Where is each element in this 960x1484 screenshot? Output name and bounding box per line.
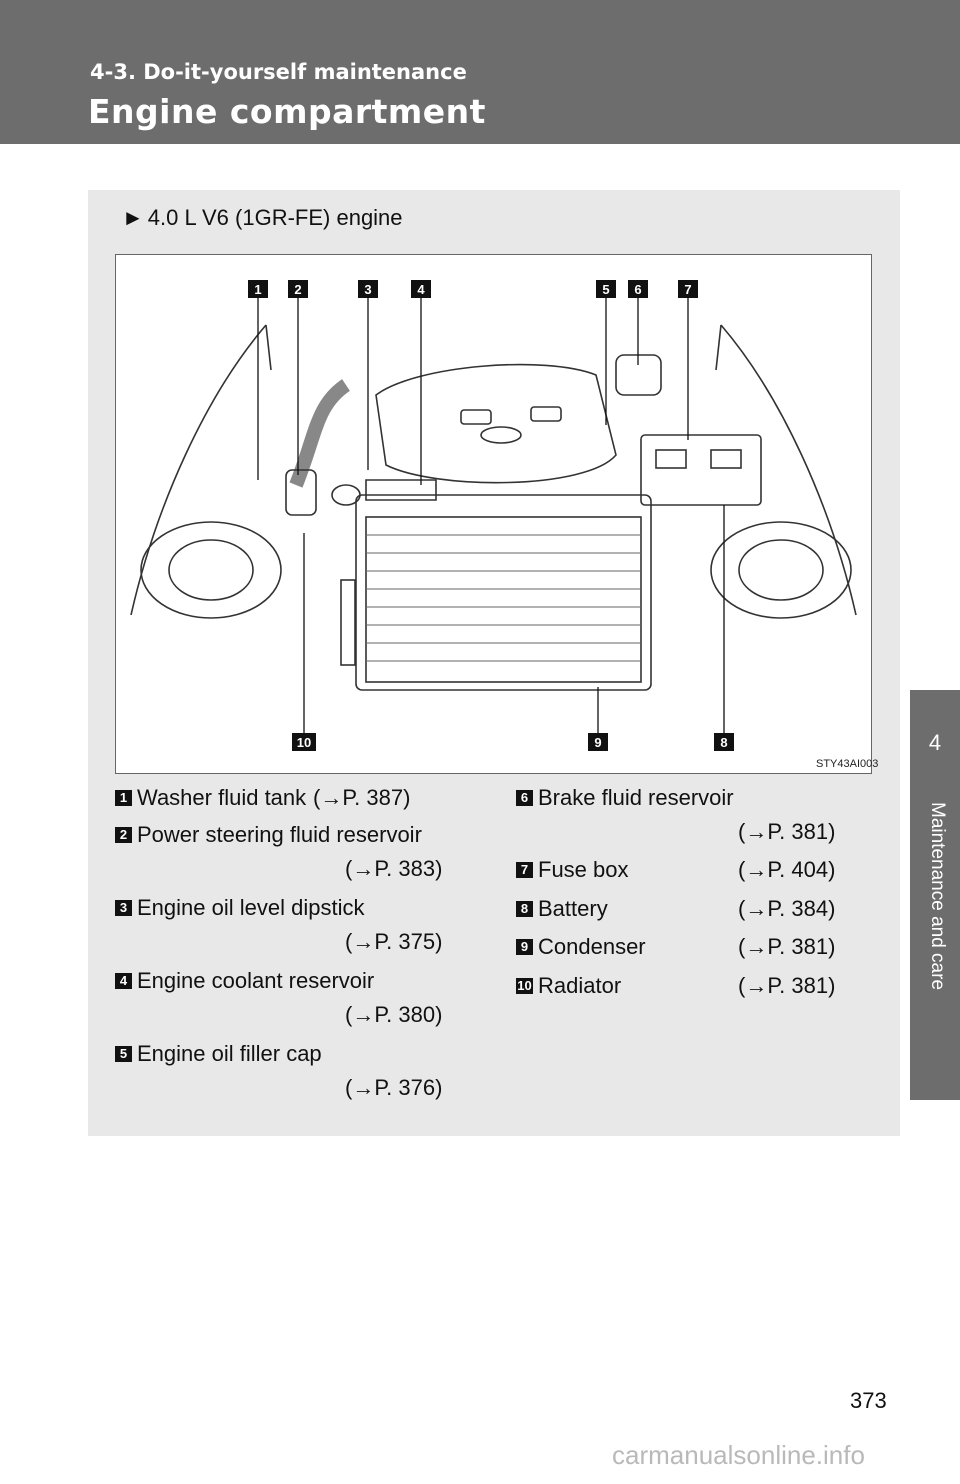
item-number-badge: 4 [115, 973, 132, 989]
page-title: Engine compartment [88, 92, 486, 131]
figure-code: STY43AI003 [816, 758, 878, 770]
item-page-ref: (→P. 375) [345, 929, 443, 954]
callout-1: 1 [254, 282, 261, 297]
list-item: 7 Fuse box (→P. 404) [516, 855, 856, 885]
chapter-number: 4 [928, 730, 942, 755]
callout-5: 5 [602, 282, 609, 297]
item-name: Fuse box [538, 857, 629, 882]
list-item: 10 Radiator (→P. 381) [516, 971, 856, 1001]
item-name: Engine oil level dipstick [137, 895, 365, 920]
item-name: Condenser [538, 934, 646, 959]
item-number-badge: 7 [516, 862, 533, 878]
chapter-side-tab[interactable]: 4 Maintenance and care [910, 690, 960, 1100]
item-number-badge: 3 [115, 900, 132, 916]
chapter-header: 4-3. Do-it-yourself maintenance Engine c… [0, 0, 960, 144]
list-item: 6 Brake fluid reservoir (→P. 381) [516, 783, 856, 847]
engine-heading: ►4.0 L V6 (1GR-FE) engine [122, 205, 403, 231]
triangle-bullet-icon: ► [122, 205, 144, 230]
callout-4: 4 [417, 282, 425, 297]
item-number-badge: 10 [516, 978, 533, 994]
list-item: 2 Power steering fluid reservoir (→P. 38… [115, 820, 475, 884]
item-number-badge: 6 [516, 790, 533, 806]
item-number-badge: 9 [516, 939, 533, 955]
item-page-ref: (→P. 376) [345, 1075, 443, 1100]
item-number-badge: 8 [516, 901, 533, 917]
list-item: 4 Engine coolant reservoir (→P. 380) [115, 966, 465, 1030]
item-name: Power steering fluid reservoir [137, 822, 422, 847]
callout-10: 10 [297, 735, 311, 750]
engine-compartment-illustration: 1 2 3 4 5 6 7 8 9 10 STY43AI003 [115, 254, 878, 774]
item-name: Radiator [538, 973, 622, 998]
engine-heading-text: 4.0 L V6 (1GR-FE) engine [147, 205, 403, 230]
chapter-name: Maintenance and care [927, 802, 948, 991]
callout-2: 2 [294, 282, 301, 297]
item-page-ref: (→P. 381) [738, 819, 836, 844]
callout-badges [248, 280, 734, 751]
item-number-badge: 5 [115, 1046, 132, 1062]
item-name: Engine oil filler cap [137, 1041, 322, 1066]
item-number-badge: 2 [115, 827, 132, 843]
item-name: Brake fluid reservoir [538, 785, 734, 810]
item-page-ref: (→P. 404) [738, 857, 836, 882]
item-page-ref: (→P. 381) [738, 973, 836, 998]
item-number-badge: 1 [115, 790, 132, 806]
item-page-ref: (→P. 381) [738, 934, 836, 959]
list-item: 9 Condenser (→P. 381) [516, 932, 856, 962]
item-page-ref: (→P. 380) [345, 1002, 443, 1027]
item-name: Battery [538, 896, 608, 921]
item-name: Engine coolant reservoir [137, 968, 375, 993]
item-page-ref: (→P. 387) [313, 785, 411, 810]
item-page-ref: (→P. 384) [738, 896, 836, 921]
watermark: carmanualsonline.info [612, 1440, 865, 1470]
engine-drawing: 1 2 3 4 5 6 7 8 9 10 STY43AI003 [130, 280, 878, 770]
page-number: 373 [850, 1388, 887, 1413]
callout-9: 9 [594, 735, 601, 750]
callout-3: 3 [364, 282, 371, 297]
list-item: 1 Washer fluid tank (→P. 387) [115, 783, 465, 813]
list-item: 3 Engine oil level dipstick (→P. 375) [115, 893, 465, 957]
list-item: 8 Battery (→P. 384) [516, 894, 856, 924]
callout-6: 6 [634, 282, 641, 297]
item-page-ref: (→P. 383) [345, 856, 443, 881]
callout-8: 8 [720, 735, 727, 750]
callout-7: 7 [684, 282, 691, 297]
section-label: 4-3. Do-it-yourself maintenance [90, 60, 467, 84]
list-item: 5 Engine oil filler cap (→P. 376) [115, 1039, 465, 1103]
item-name: Washer fluid tank [137, 785, 307, 810]
